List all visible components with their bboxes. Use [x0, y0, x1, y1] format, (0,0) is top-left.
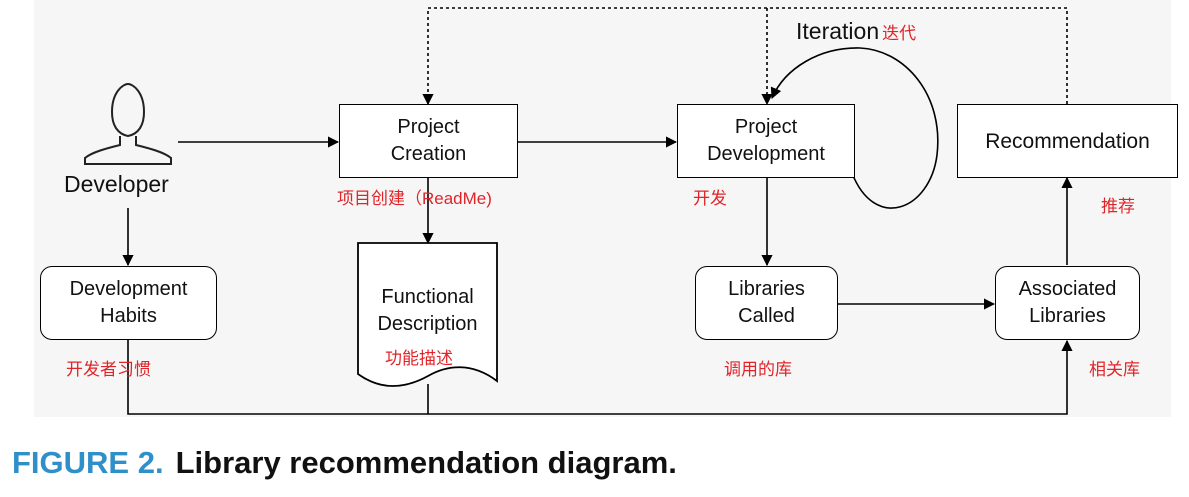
- developer-label: Developer: [64, 171, 169, 197]
- project-creation-node: Project Creation: [339, 104, 518, 178]
- dotted-recommendation-loop: [422, 7, 1068, 106]
- iteration-loop-arrow: [770, 47, 939, 209]
- caption-text: Library recommendation diagram.: [175, 445, 677, 480]
- project-creation-annotation: 项目创建（ReadMe): [337, 189, 492, 208]
- functional-description-label: Functional Description: [377, 286, 478, 335]
- development-habits-annotation: 开发者习惯: [66, 360, 151, 379]
- development-habits-node: Development Habits: [40, 266, 217, 340]
- iteration-annotation: 迭代: [882, 24, 917, 43]
- associated-libraries-annotation: 相关库: [1089, 360, 1140, 379]
- project-development-node: Project Development: [677, 104, 855, 178]
- iteration-text: Iteration: [796, 18, 880, 44]
- recommendation-node: Recommendation: [957, 104, 1178, 178]
- arrow-bottom-to-associated: [127, 339, 1073, 415]
- figure-caption: FIGURE 2. Library recommendation diagram.: [12, 445, 677, 481]
- libraries-called-node: Libraries Called: [695, 266, 838, 340]
- project-development-annotation: 开发: [693, 189, 727, 208]
- functional-description-annotation: 功能描述: [385, 349, 453, 368]
- diagram-panel: [34, 0, 1171, 417]
- caption-number: FIGURE 2.: [12, 445, 164, 480]
- libraries-called-annotation: 调用的库: [724, 360, 792, 379]
- developer-person-icon: [84, 82, 172, 165]
- associated-libraries-node: Associated Libraries: [995, 266, 1140, 340]
- recommendation-annotation: 推荐: [1101, 197, 1135, 216]
- functional-description-shape: [357, 242, 498, 387]
